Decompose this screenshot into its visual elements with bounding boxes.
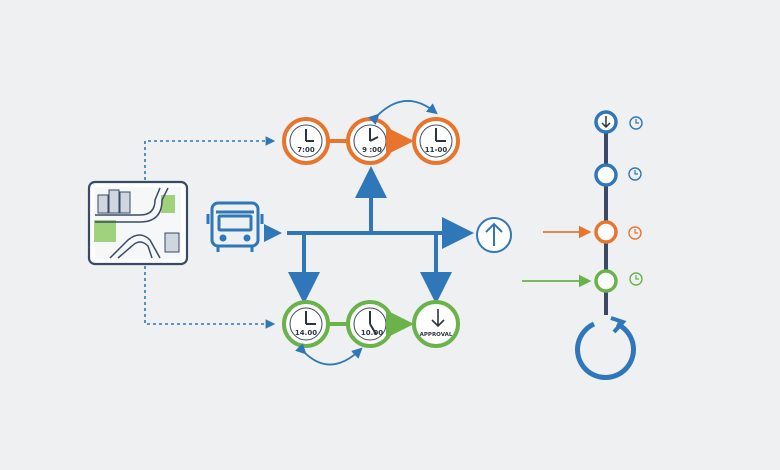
main-flow (287, 166, 474, 304)
clock-label: 10.00 (361, 329, 383, 337)
clock-icon (629, 272, 643, 286)
clock-9-00: 9 :00 (346, 117, 394, 165)
arrow-down-icon (601, 116, 611, 129)
map-connectors (144, 136, 276, 329)
timeline-node-2 (594, 163, 642, 187)
clock-7-00: 7:00 (282, 117, 330, 165)
refresh-cycle-icon (575, 316, 636, 380)
clock-label: 9 :00 (362, 146, 382, 154)
timeline (522, 110, 643, 315)
clock-icon (628, 167, 642, 181)
clock-label: APPROVAL (420, 332, 453, 338)
bottom-clock-row: 14.00 10.00 APPROVAL (282, 300, 460, 366)
arrow-up-circle-icon (476, 217, 512, 253)
bus-icon (206, 201, 264, 252)
clock-icon (629, 116, 643, 130)
arrow-down-icon (431, 309, 445, 328)
clock-14-00: 14.00 (282, 300, 330, 348)
clock-label: 11-00 (425, 146, 448, 154)
approval-node: APPROVAL (412, 300, 460, 348)
clock-label: 7:00 (297, 146, 315, 154)
loop-arrow (295, 343, 363, 366)
timeline-node-4 (522, 269, 643, 293)
city-map-icon (87, 180, 189, 266)
clock-11-00: 11-00 (412, 117, 460, 165)
loop-arrow (368, 100, 438, 125)
clock-10-00: 10.00 (346, 300, 394, 348)
top-clock-row: 7:00 9 :00 11-00 (282, 100, 460, 165)
timeline-node-3 (543, 220, 642, 244)
clock-label: 14.00 (295, 329, 317, 337)
timeline-node-1 (594, 110, 643, 134)
clock-icon (628, 226, 642, 240)
